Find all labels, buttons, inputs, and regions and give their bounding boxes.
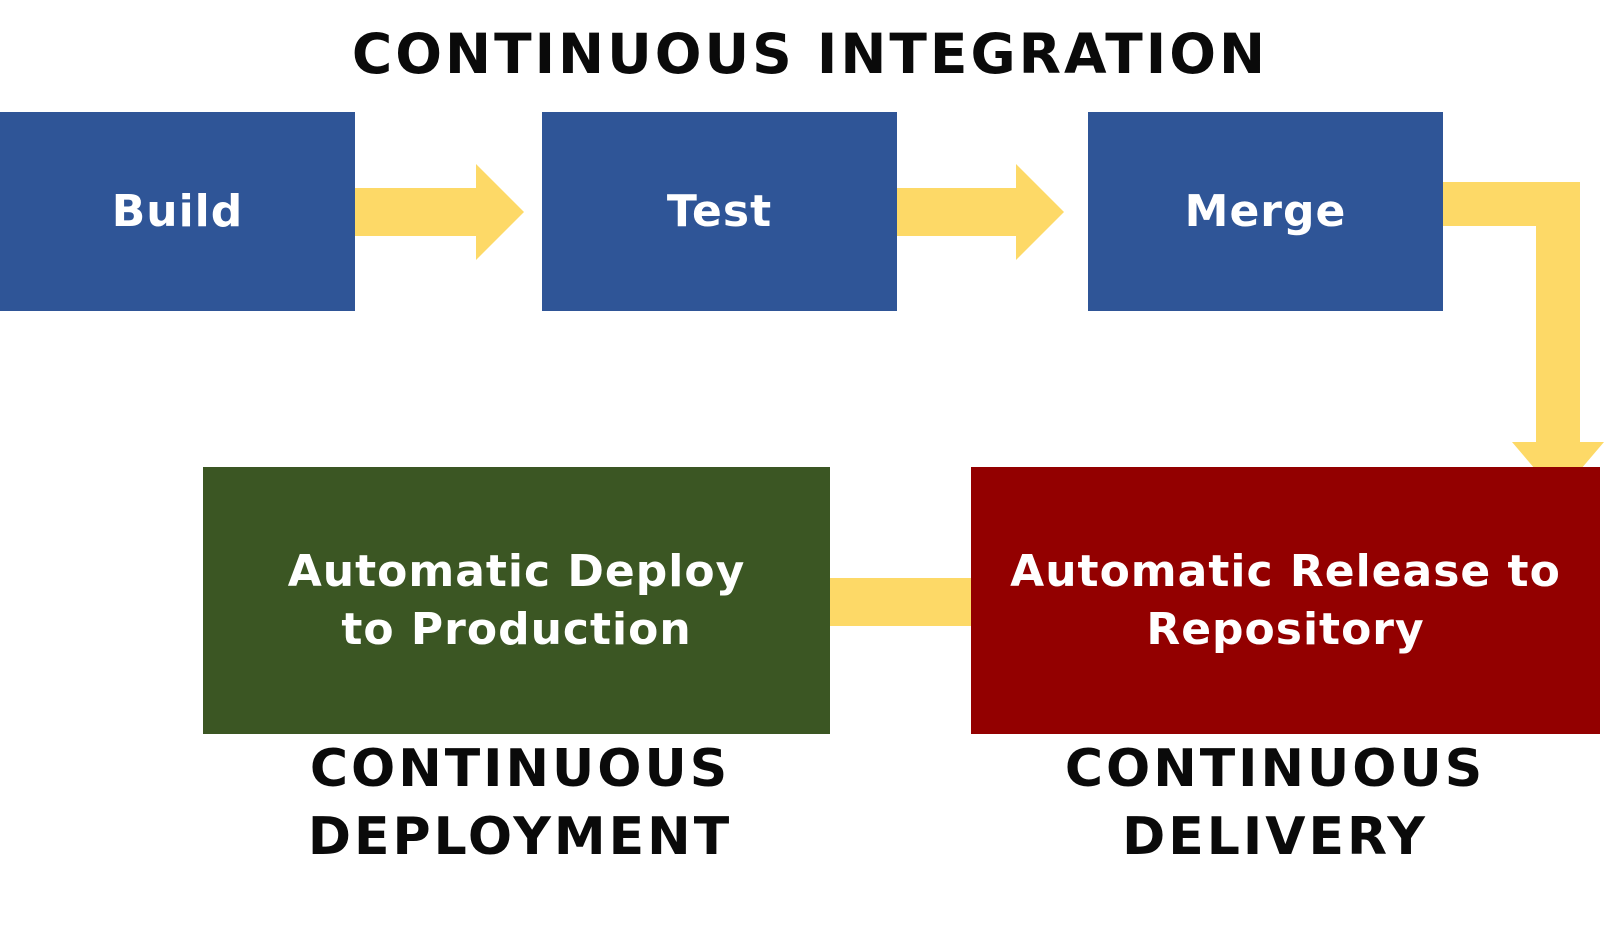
release-step-label-line1: Automatic Release to (1010, 545, 1561, 597)
merge-step-label: Merge (1184, 186, 1347, 237)
deploy-step-label-line1: Automatic Deploy (287, 545, 746, 597)
continuous-deployment-title: CONTINUOUS DEPLOYMENT (230, 735, 810, 871)
arrow-merge-to-release (1443, 182, 1604, 496)
deploy-step-label-line2: to Production (341, 603, 692, 655)
release-step-label-line2: Repository (1146, 603, 1425, 655)
test-step-label: Test (666, 186, 773, 237)
merge-step: Merge (1088, 112, 1443, 311)
continuous-delivery-title: CONTINUOUS DELIVERY (985, 735, 1565, 871)
test-step: Test (542, 112, 897, 311)
continuous-deployment-title-line2: DEPLOYMENT (307, 807, 733, 867)
continuous-delivery-title-line1: CONTINUOUS (1064, 739, 1486, 799)
release-step: Automatic Release to Repository (971, 467, 1600, 734)
arrow-release-to-deploy (770, 552, 971, 652)
build-step-label: Build (111, 186, 244, 237)
continuous-delivery-title-line2: DELIVERY (1122, 807, 1428, 867)
deploy-step: Automatic Deploy to Production (203, 467, 830, 734)
arrow-test-to-merge (897, 164, 1064, 260)
arrow-build-to-test (355, 164, 524, 260)
continuous-integration-title: CONTINUOUS INTEGRATION (351, 22, 1269, 86)
continuous-deployment-title-line1: CONTINUOUS (309, 739, 731, 799)
build-step: Build (0, 112, 355, 311)
